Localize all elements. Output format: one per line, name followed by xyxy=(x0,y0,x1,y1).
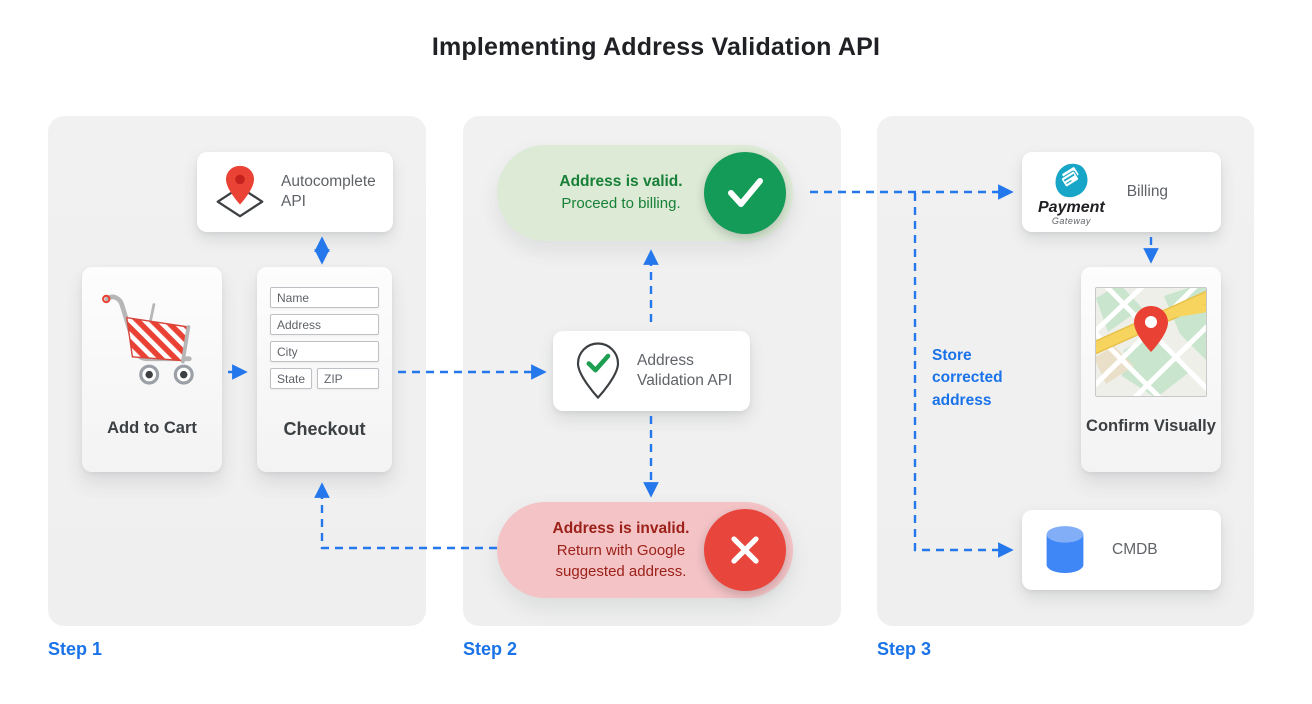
valid-subtitle: Proceed to billing. xyxy=(561,195,681,213)
checkout-label: Checkout xyxy=(283,419,366,439)
payment-gateway-logo: Payment Gateway xyxy=(1038,159,1105,226)
x-icon xyxy=(704,509,786,591)
store-corrected-address-note: Store corrected address xyxy=(932,347,1003,409)
payment-logo-title: Payment xyxy=(1038,198,1105,216)
checkout-field-city: City xyxy=(270,341,379,362)
invalid-subtitle: Return with Google suggested address. xyxy=(555,541,687,580)
cmdb-card: CMDB xyxy=(1022,510,1221,590)
confirm-visually-card: Confirm Visually xyxy=(1081,267,1221,472)
add-to-cart-card: Add to Cart xyxy=(82,267,222,472)
page-title: Implementing Address Validation API xyxy=(431,33,881,61)
map-pin-check-icon xyxy=(573,340,623,402)
invalid-title: Address is invalid. xyxy=(552,519,690,537)
map-thumbnail xyxy=(1095,287,1207,397)
checkout-field-name: Name xyxy=(270,287,379,308)
address-invalid-pill: Address is invalid. Return with Google s… xyxy=(497,502,793,598)
checkout-field-zip: ZIP xyxy=(317,368,379,389)
billing-card: Payment Gateway Billing xyxy=(1022,152,1221,232)
address-validation-api-label: Address Validation API xyxy=(637,351,733,389)
map-pin-diamond-icon xyxy=(211,163,269,221)
confirm-visually-label: Confirm Visually xyxy=(1086,417,1216,435)
step1-label: Step 1 xyxy=(48,639,103,659)
billing-label: Billing xyxy=(1126,182,1169,200)
checkmark-icon xyxy=(704,152,786,234)
cmdb-label: CMDB xyxy=(1112,540,1158,558)
checkout-field-address: Address xyxy=(270,314,379,335)
step2-label: Step 2 xyxy=(463,639,518,659)
address-validation-api-card: Address Validation API xyxy=(553,331,750,411)
checkout-card: Name Address City State ZIP Checkout xyxy=(257,267,392,472)
shopping-cart-icon xyxy=(96,289,208,398)
payment-logo-subtitle: Gateway xyxy=(1051,215,1091,226)
valid-title: Address is valid. xyxy=(559,173,683,191)
database-cylinder-icon xyxy=(1042,524,1088,576)
step3-label: Step 3 xyxy=(877,639,932,659)
autocomplete-api-label: Autocomplete API xyxy=(281,172,376,210)
add-to-cart-label: Add to Cart xyxy=(107,419,197,437)
checkout-field-state: State xyxy=(270,368,312,389)
autocomplete-api-card: Autocomplete API xyxy=(197,152,393,232)
address-valid-pill: Address is valid. Proceed to billing. xyxy=(497,145,793,241)
